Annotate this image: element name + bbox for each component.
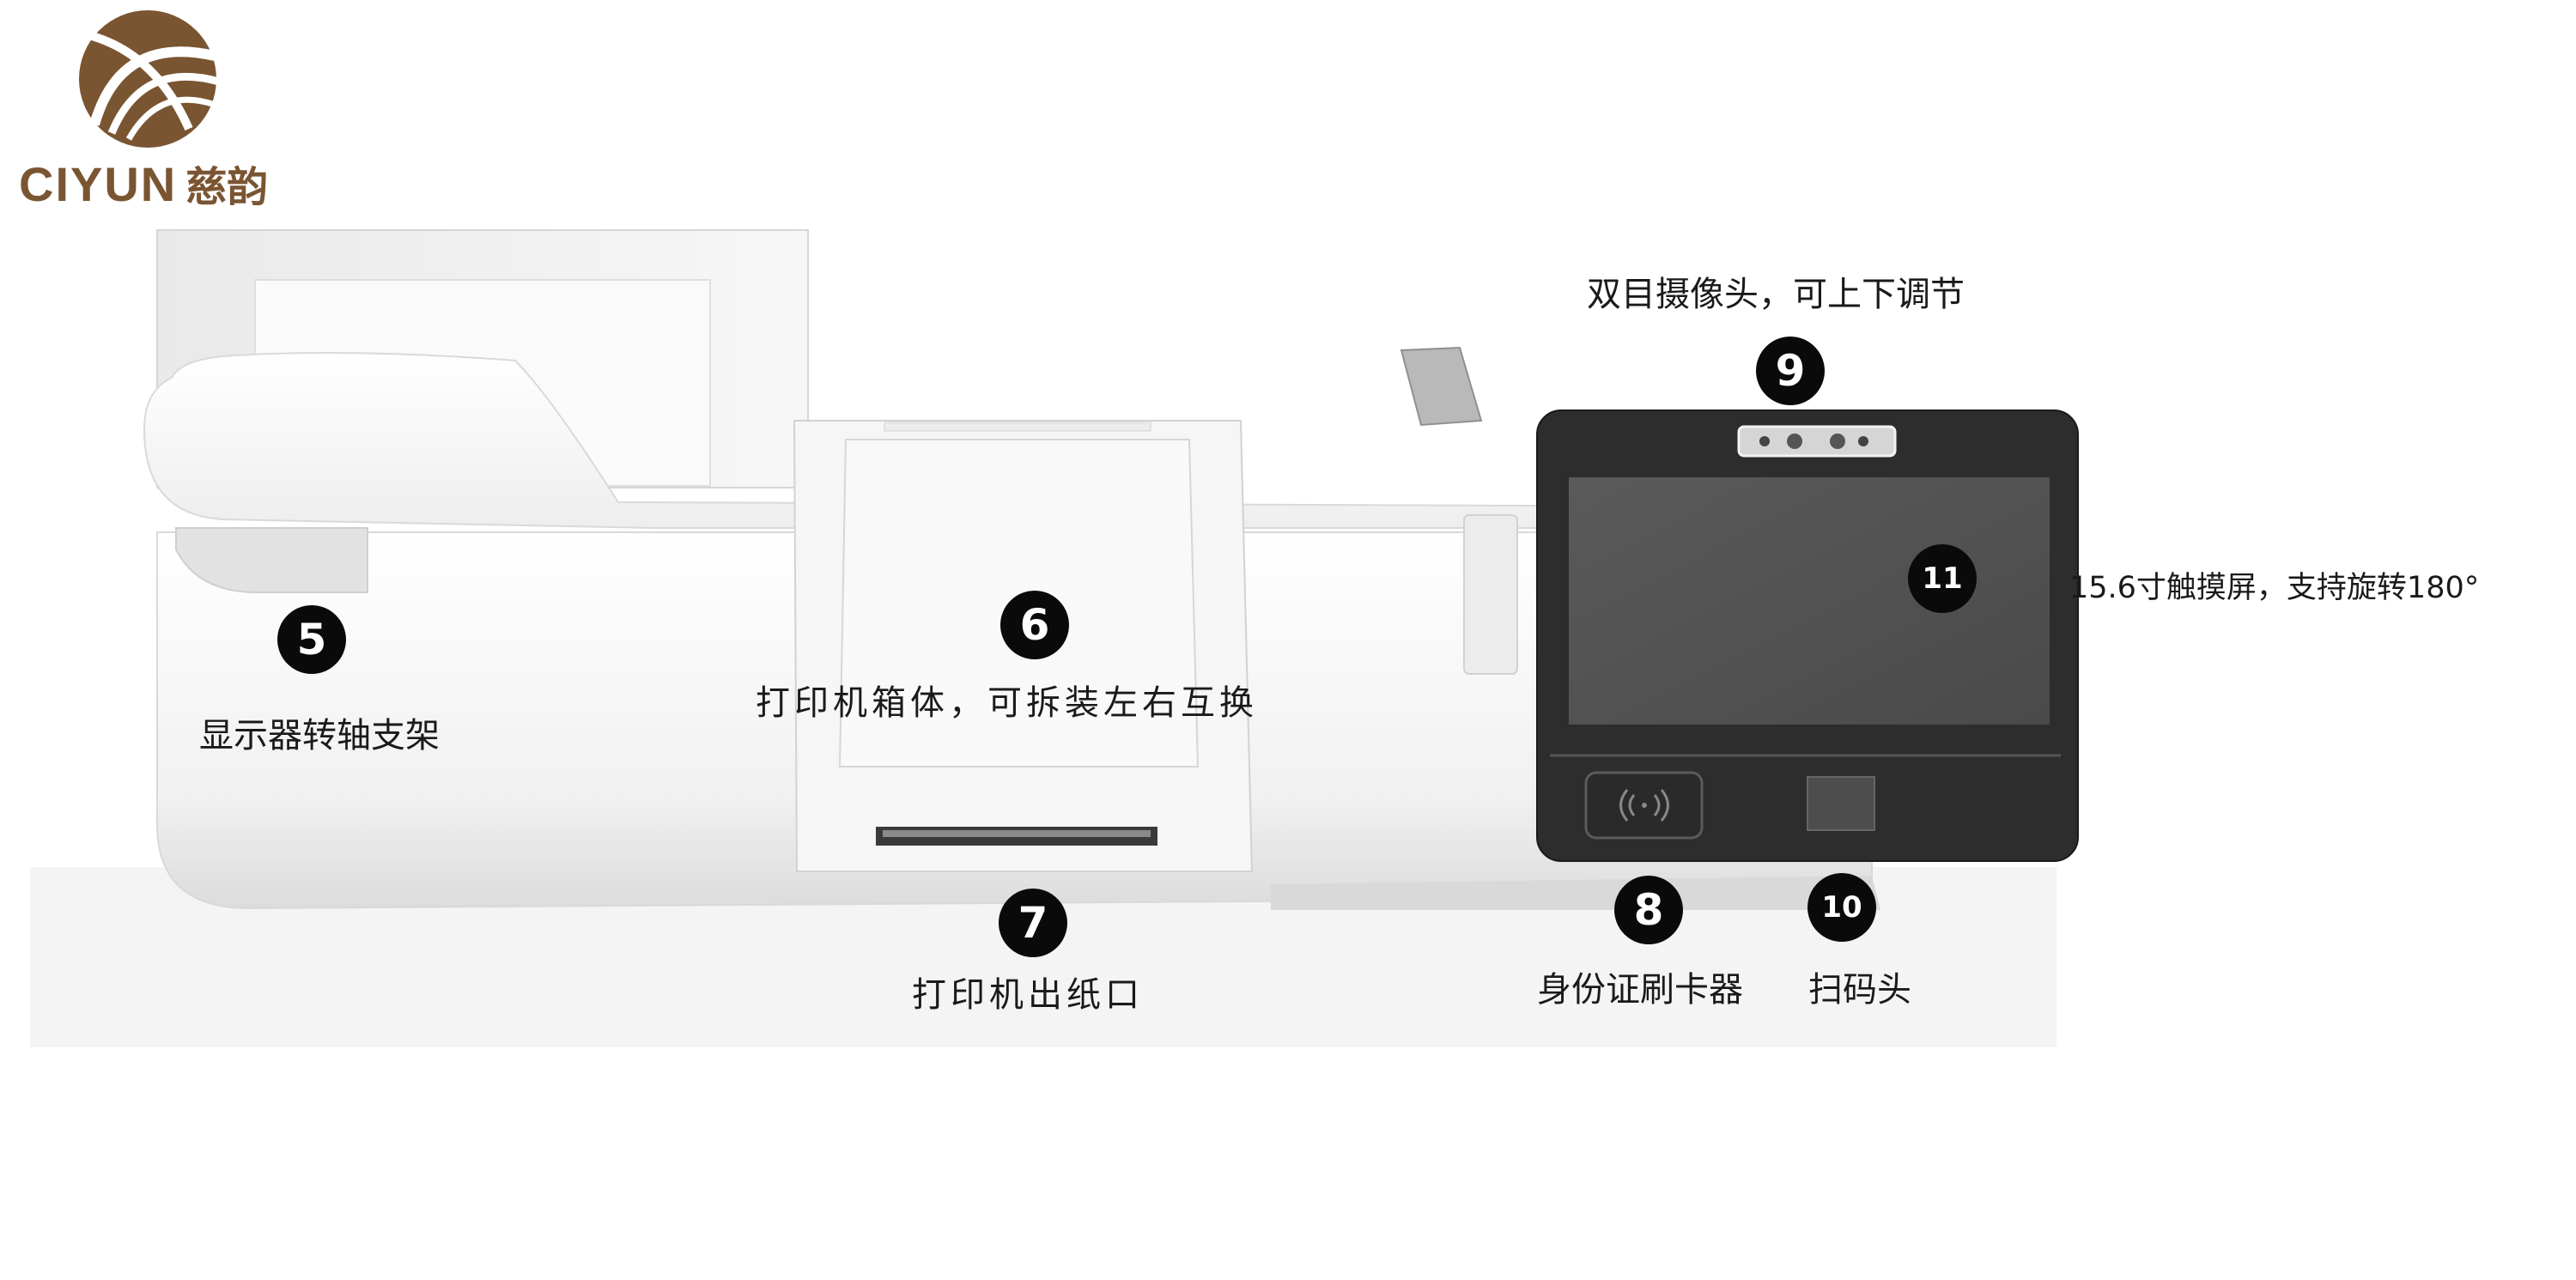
- callout-badge-9: 9: [1756, 337, 1825, 405]
- camera-mount: [1400, 346, 1483, 427]
- callout-label-11: 15.6寸触摸屏，支持旋转180°: [2069, 571, 2480, 605]
- scanner-window-icon: [1807, 776, 1875, 831]
- camera-bar: [1737, 425, 1897, 458]
- callout-label-6: 打印机箱体，可拆装左右互换: [756, 683, 1258, 723]
- callout-badge-8: 8: [1614, 876, 1683, 944]
- callout-badge-6: 6: [1000, 591, 1069, 659]
- callout-label-5: 显示器转轴支架: [199, 716, 440, 755]
- screen-display: [1569, 477, 2050, 725]
- callout-label-8: 身份证刷卡器: [1537, 970, 1743, 1010]
- callout-label-10: 扫码头: [1808, 970, 1911, 1010]
- callout-label-9: 双目摄像头，可上下调节: [1587, 275, 1965, 314]
- bracket-slot: [175, 527, 368, 593]
- kiosk-top-shelf: [143, 352, 1761, 529]
- ciyun-logo-icon: [79, 10, 221, 148]
- printer-lid-top: [884, 422, 1151, 432]
- brand-name-cn: 慈韵: [185, 165, 269, 210]
- brand-name-en: CIYUN: [19, 157, 178, 211]
- callout-badge-10: 10: [1807, 873, 1876, 942]
- side-slot: [1463, 514, 1518, 675]
- callout-badge-11: 11: [1908, 544, 1977, 613]
- callout-label-7: 打印机出纸口: [912, 975, 1144, 1015]
- callout-badge-5: 5: [277, 605, 346, 674]
- callout-badge-7: 7: [999, 889, 1067, 957]
